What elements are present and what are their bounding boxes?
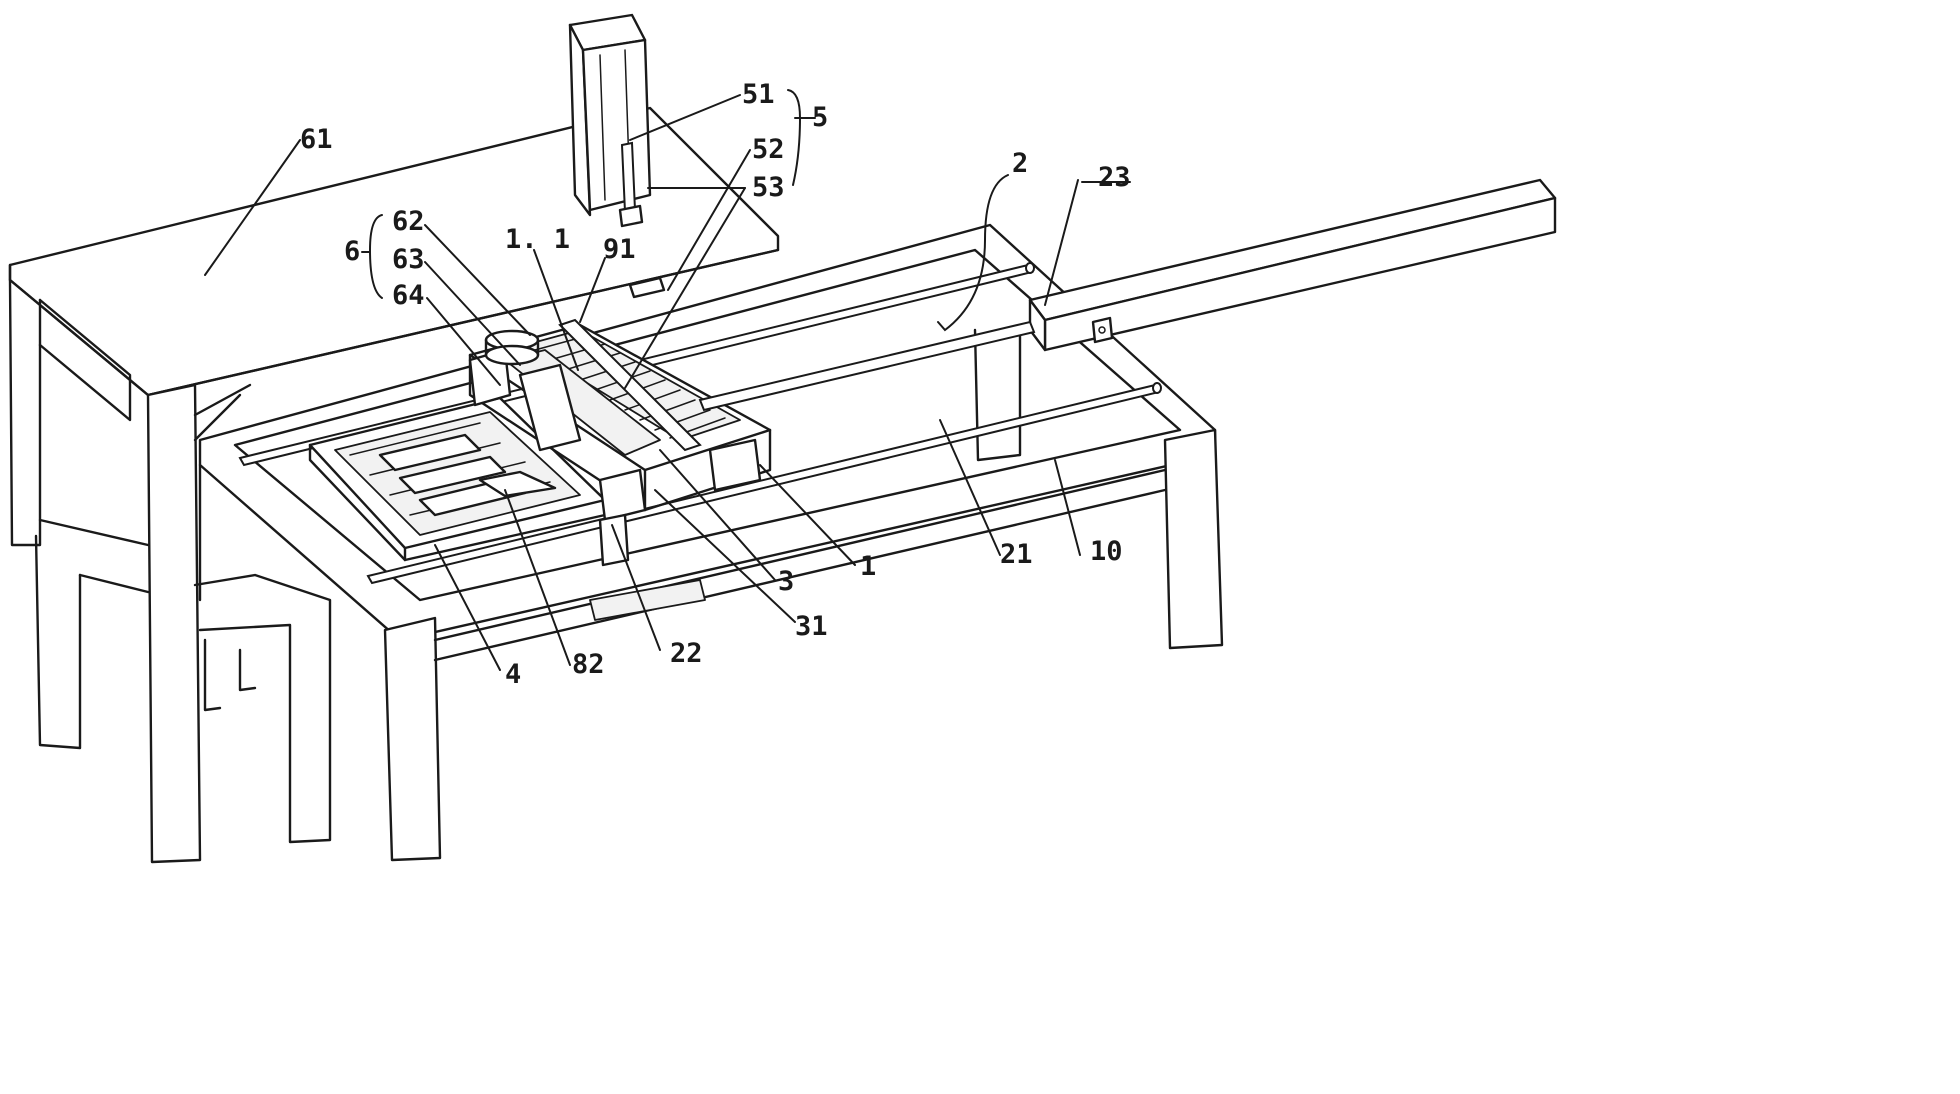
- callout-labels: 61 51 5 52 53 6 62 63 64 1. 1 91 2 23 21…: [300, 79, 1131, 690]
- label-53: 53: [752, 172, 785, 203]
- cylinder-assembly: [568, 13, 666, 299]
- leader-lines: [204, 89, 1131, 671]
- cross-carriage: [468, 318, 772, 567]
- label-22: 22: [670, 638, 703, 669]
- extension-beam: [698, 178, 1557, 412]
- label-1: 1: [860, 551, 876, 582]
- label-52: 52: [752, 134, 785, 165]
- label-51: 51: [742, 79, 775, 110]
- label-10: 10: [1090, 536, 1123, 567]
- machine-drawing: 61 51 5 52 53 6 62 63 64 1. 1 91 2 23 21…: [8, 13, 1557, 864]
- label-63: 63: [392, 244, 425, 275]
- label-61: 61: [300, 124, 333, 155]
- label-62: 62: [392, 206, 425, 237]
- label-6: 6: [344, 236, 360, 267]
- label-31: 31: [795, 611, 828, 642]
- label-23: 23: [1098, 162, 1131, 193]
- label-82: 82: [572, 649, 605, 680]
- label-91: 91: [603, 234, 636, 265]
- label-4: 4: [505, 659, 521, 690]
- label-5: 5: [812, 102, 828, 133]
- label-2: 2: [1012, 148, 1028, 179]
- label-21: 21: [1000, 539, 1033, 570]
- label-64: 64: [392, 280, 425, 311]
- label-3: 3: [778, 566, 794, 597]
- label-1-1: 1. 1: [505, 224, 570, 255]
